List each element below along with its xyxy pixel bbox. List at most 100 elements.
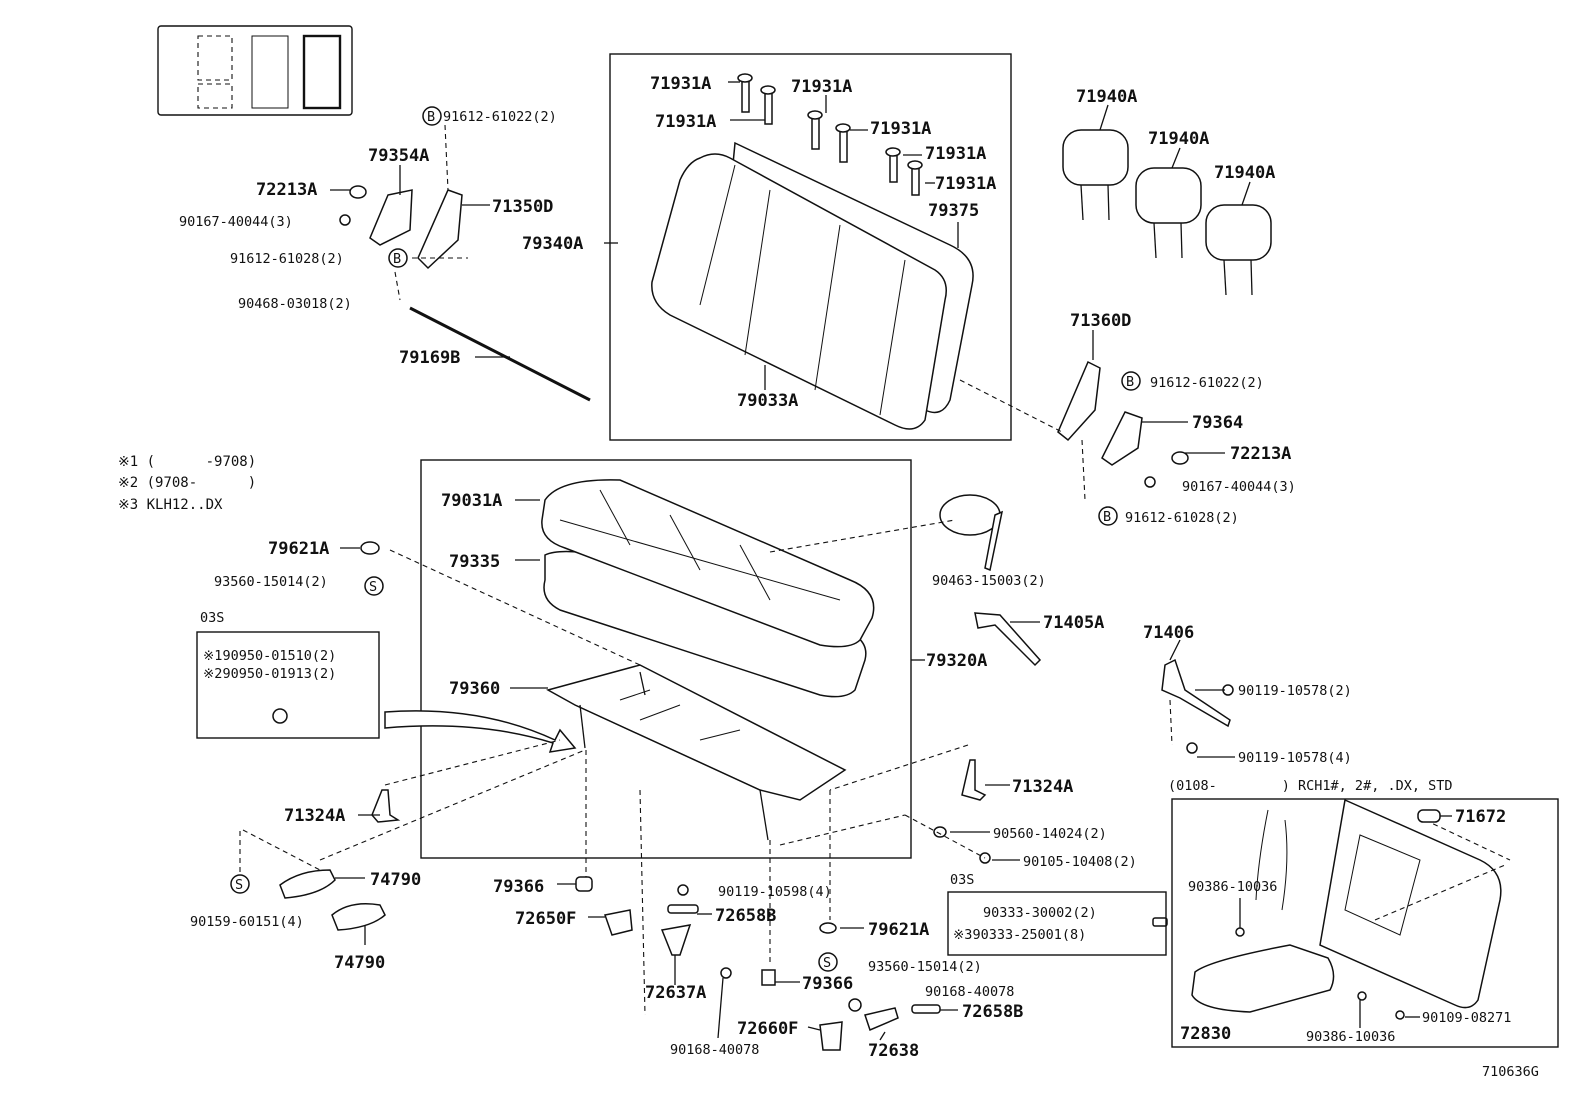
bolt-callout-letter: B bbox=[1126, 374, 1134, 390]
screw-callout-letter: S bbox=[823, 955, 831, 971]
box-03s-left-line-1: ※190950-01510(2) bbox=[203, 648, 336, 664]
part-label: 79340A bbox=[522, 234, 583, 254]
part-number-labels: 91612-61022(2) 90167-40044(3) 91612-6102… bbox=[179, 109, 1511, 1058]
part-number: 90167-40044(3) bbox=[179, 214, 293, 230]
part-label: 71940A bbox=[1214, 163, 1275, 183]
part-number: 93560-15014(2) bbox=[214, 574, 328, 590]
bolt-callout-letter: B bbox=[393, 251, 401, 267]
part-label: 79354A bbox=[368, 146, 429, 166]
variant-box bbox=[1171, 798, 1559, 1048]
part-number: 90119-10578(4) bbox=[1238, 750, 1352, 766]
box-03s-right-tag: 03S bbox=[950, 872, 974, 888]
part-label: 79031A bbox=[441, 491, 502, 511]
headrest-guides-drawing bbox=[737, 73, 923, 196]
part-label: 71324A bbox=[1012, 777, 1073, 797]
part-label: 72637A bbox=[645, 983, 706, 1003]
part-label: 79320A bbox=[926, 651, 987, 671]
box-03s-left-line-2: ※290950-01913(2) bbox=[203, 666, 336, 682]
box-03s-right bbox=[947, 891, 1167, 956]
seatback-cushion-drawing bbox=[651, 141, 974, 430]
bolt-callout-letter: B bbox=[1103, 509, 1111, 525]
part-number: 90109-08271 bbox=[1422, 1010, 1511, 1026]
box-03s-right-line-2: ※390333-25001(8) bbox=[953, 927, 1086, 943]
part-label: 72638 bbox=[868, 1041, 919, 1061]
variant-seat-drawing bbox=[1191, 798, 1511, 1020]
bolt-callout-letter: B bbox=[427, 109, 435, 125]
box-03s-left bbox=[196, 631, 380, 739]
part-label: 71324A bbox=[284, 806, 345, 826]
part-number: 90168-40078 bbox=[925, 984, 1014, 1000]
part-label: 72650F bbox=[515, 909, 576, 929]
part-label: 79169B bbox=[399, 348, 460, 368]
part-number: 90386-10036 bbox=[1306, 1029, 1395, 1045]
screw-callout-letter: S bbox=[369, 579, 377, 595]
part-label: 71931A bbox=[935, 174, 996, 194]
part-label: 71360D bbox=[1070, 311, 1131, 331]
part-label: 79366 bbox=[802, 974, 853, 994]
part-number: 91612-61022(2) bbox=[443, 109, 557, 125]
box-03s-left-tag: 03S bbox=[200, 610, 224, 626]
part-number: 90119-10598(4) bbox=[718, 884, 832, 900]
variant-caption: (0108- ) RCH1#, 2#, .DX, STD bbox=[1168, 778, 1452, 794]
part-label: 71350D bbox=[492, 197, 553, 217]
part-number: 91612-61028(2) bbox=[230, 251, 344, 267]
part-label: 71931A bbox=[791, 77, 852, 97]
part-label: 79033A bbox=[737, 391, 798, 411]
part-label: 71940A bbox=[1148, 129, 1209, 149]
part-number: 90386-10036 bbox=[1188, 879, 1277, 895]
part-label: 72660F bbox=[737, 1019, 798, 1039]
seatback-group-box bbox=[609, 53, 1012, 441]
left-hinge-drawing bbox=[339, 124, 591, 402]
part-label: 71931A bbox=[870, 119, 931, 139]
part-label: 71931A bbox=[925, 144, 986, 164]
part-label: 79364 bbox=[1192, 413, 1243, 433]
part-label: 79360 bbox=[449, 679, 500, 699]
part-number: 90159-60151(4) bbox=[190, 914, 304, 930]
screw-callouts: S S S bbox=[230, 576, 838, 972]
part-label: 74790 bbox=[334, 953, 385, 973]
part-number: 91612-61022(2) bbox=[1150, 375, 1264, 391]
note-1: ※1 ( -9708) bbox=[118, 454, 256, 470]
part-number: 90119-10578(2) bbox=[1238, 683, 1352, 699]
part-label: 71406 bbox=[1143, 623, 1194, 643]
part-label: 72830 bbox=[1180, 1024, 1231, 1044]
note-3: ※3 KLH12..DX bbox=[118, 497, 223, 513]
seat-cushion-group-box bbox=[420, 459, 912, 859]
part-number: 93560-15014(2) bbox=[868, 959, 982, 975]
part-label: 71405A bbox=[1043, 613, 1104, 633]
seat-cushion-drawing bbox=[541, 479, 875, 841]
part-label: 72658B bbox=[715, 906, 776, 926]
box-03s-right-line-1: 90333-30002(2) bbox=[983, 905, 1097, 921]
part-label: 72213A bbox=[1230, 444, 1291, 464]
part-label: 71940A bbox=[1076, 87, 1137, 107]
small-parts-drawings bbox=[272, 494, 1234, 1051]
part-label: 79621A bbox=[868, 920, 929, 940]
part-number: 90463-15003(2) bbox=[932, 573, 1046, 589]
part-number: 90105-10408(2) bbox=[1023, 854, 1137, 870]
part-label: 79375 bbox=[928, 201, 979, 221]
part-number: 91612-61028(2) bbox=[1125, 510, 1239, 526]
note-2: ※2 (9708- ) bbox=[118, 475, 256, 491]
part-label: 79366 bbox=[493, 877, 544, 897]
seat-position-legend bbox=[157, 25, 353, 116]
leader-lines bbox=[239, 81, 1452, 1041]
headrest-drawings bbox=[1062, 129, 1272, 296]
part-label: 79621A bbox=[268, 539, 329, 559]
screw-callout-letter: S bbox=[235, 877, 243, 893]
notes: ※1 ( -9708) ※2 (9708- ) ※3 KLH12..DX 03S… bbox=[118, 454, 1539, 1080]
part-label: 72213A bbox=[256, 180, 317, 200]
bolt-callouts: B B B B bbox=[388, 106, 1141, 526]
part-label: 71931A bbox=[650, 74, 711, 94]
part-number: 90560-14024(2) bbox=[993, 826, 1107, 842]
part-number: 90168-40078 bbox=[670, 1042, 759, 1058]
part-label: 71672 bbox=[1455, 807, 1506, 827]
part-labels: 71931A 71931A 71931A 71931A 71931A 71931… bbox=[256, 74, 1506, 1061]
part-label: 72658B bbox=[962, 1002, 1023, 1022]
part-label: 79335 bbox=[449, 552, 500, 572]
part-number: 90167-40044(3) bbox=[1182, 479, 1296, 495]
part-label: 71931A bbox=[655, 112, 716, 132]
frame-arrow bbox=[384, 710, 577, 753]
diagram-code: 710636G bbox=[1482, 1064, 1539, 1080]
part-number: 90468-03018(2) bbox=[238, 296, 352, 312]
